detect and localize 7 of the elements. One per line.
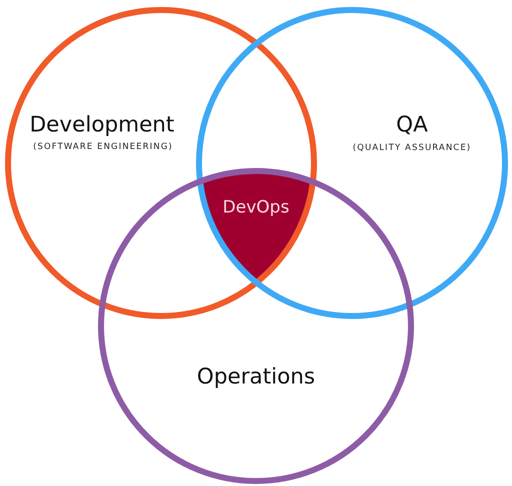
set-description: (SOFTWARE ENGINEERING) — [33, 142, 173, 152]
set-label: Operations — [196, 366, 316, 388]
set-label: Development — [30, 114, 174, 136]
set-description: (QUALITY ASSURANCE) — [352, 144, 472, 152]
intersection-label: DevOps — [222, 199, 290, 216]
set-label: QA — [396, 114, 428, 136]
venn-circle — [98, 168, 414, 484]
